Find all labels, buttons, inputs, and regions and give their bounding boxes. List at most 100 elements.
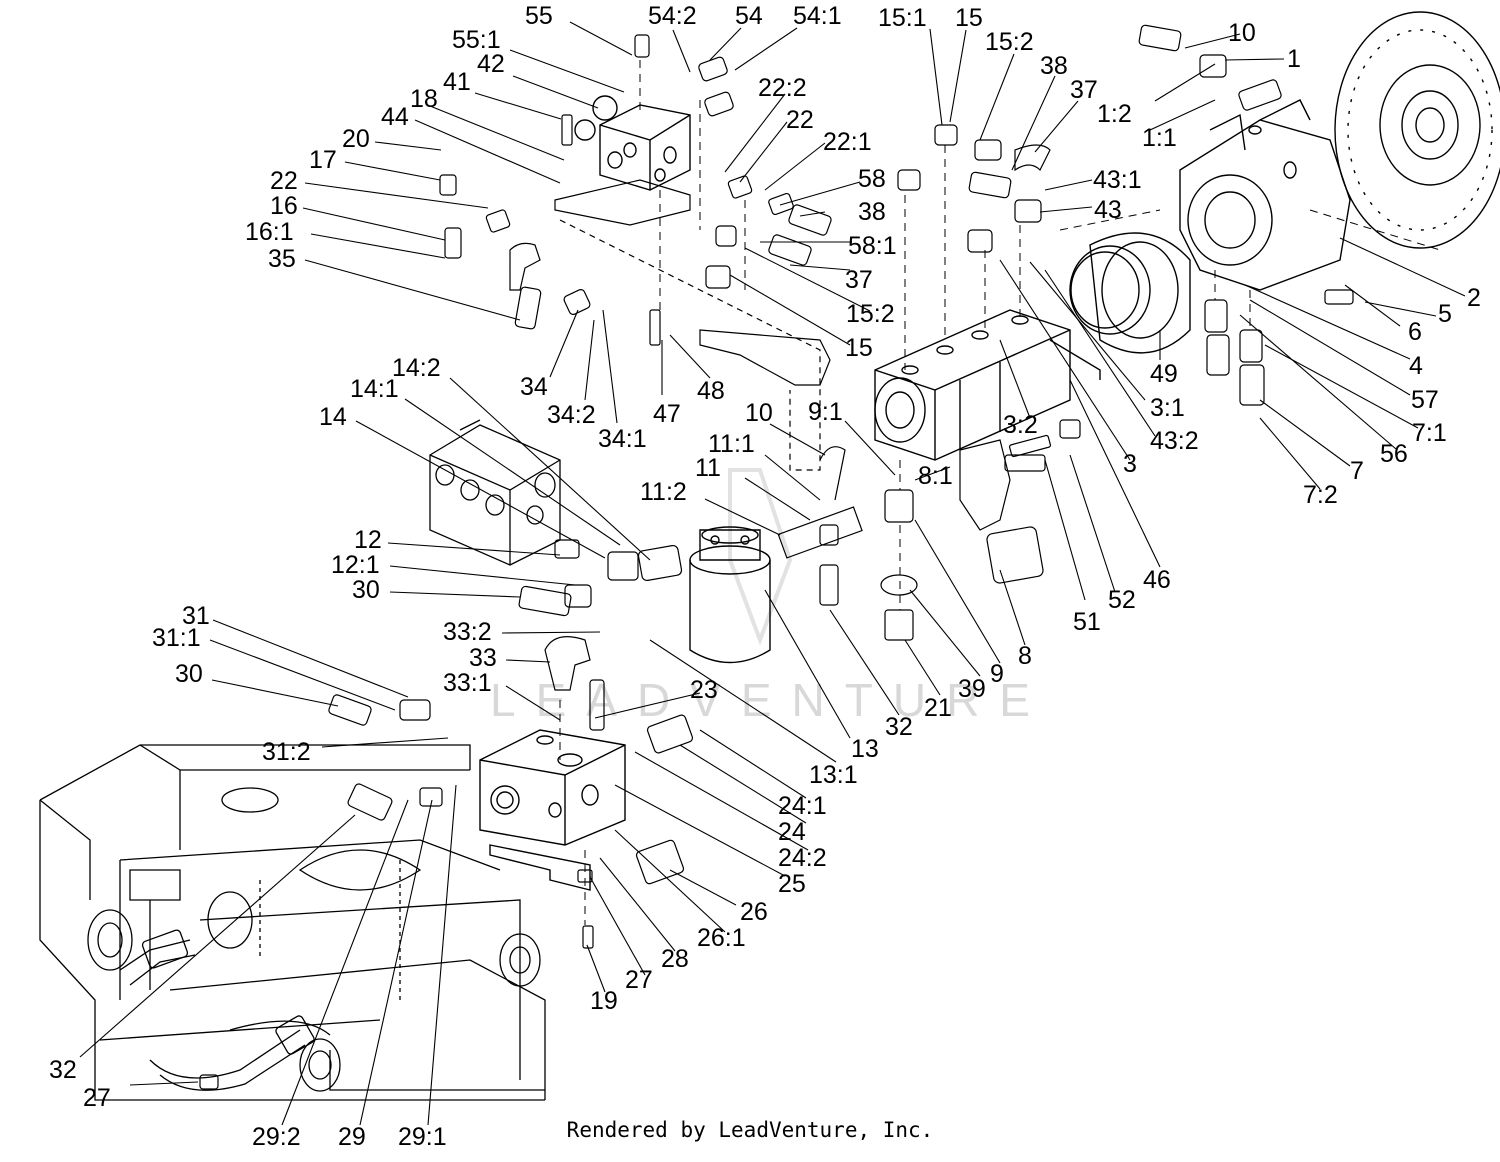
callout-54-1: 54:1 (793, 2, 842, 30)
callout-13-1: 13:1 (809, 761, 858, 789)
callout-3-2: 3:2 (1003, 411, 1038, 439)
callout-3-1: 3:1 (1150, 394, 1185, 422)
callout-labels: 55 54:2 54 54:1 15:1 15 15:2 38 37 10 1 … (49, 2, 1481, 1151)
callout-20: 20 (342, 125, 370, 153)
callout-9-1: 9:1 (808, 398, 843, 426)
callout-56: 56 (1380, 440, 1408, 468)
callout-31: 31 (182, 602, 210, 630)
callout-27-mid: 27 (625, 966, 653, 994)
callout-15-mid: 15 (845, 334, 873, 362)
callout-27: 27 (83, 1084, 111, 1112)
callout-34-2: 34:2 (547, 401, 596, 429)
callout-14-1: 14:1 (350, 375, 399, 403)
callout-1-1: 1:1 (1142, 124, 1177, 152)
callout-8: 8 (1018, 642, 1032, 670)
oil-filter (690, 527, 770, 663)
callout-13: 13 (851, 735, 879, 763)
callout-22-2: 22:2 (758, 74, 807, 102)
callout-15: 15 (955, 4, 983, 32)
fittings (200, 25, 1353, 1089)
callout-34: 34 (520, 373, 548, 401)
callout-7-1: 7:1 (1412, 419, 1447, 447)
callout-24: 24 (778, 818, 806, 846)
callout-32-mid: 32 (885, 713, 913, 741)
callout-10: 10 (1228, 19, 1256, 47)
callout-31-2: 31:2 (262, 738, 311, 766)
watermark-text: LEADVENTURE (490, 674, 1050, 726)
callout-33-1: 33:1 (443, 669, 492, 697)
callout-39: 39 (958, 675, 986, 703)
callout-10-mid: 10 (745, 399, 773, 427)
callout-42: 42 (477, 50, 505, 78)
callout-37-mid: 37 (845, 266, 873, 294)
callout-23: 23 (690, 676, 718, 704)
callout-9: 9 (990, 660, 1004, 688)
callout-54-2: 54:2 (648, 2, 697, 30)
callout-33: 33 (469, 644, 497, 672)
callout-44: 44 (381, 103, 409, 131)
control-valve (430, 420, 560, 565)
callout-14-2: 14:2 (392, 354, 441, 382)
callout-22-left: 22 (270, 167, 298, 195)
callout-52: 52 (1108, 586, 1136, 614)
callout-12-1: 12:1 (331, 551, 380, 579)
callout-55-1: 55:1 (452, 26, 501, 54)
callout-24-2: 24:2 (778, 844, 827, 872)
callout-58: 58 (858, 165, 886, 193)
callout-28: 28 (661, 945, 689, 973)
callout-49: 49 (1150, 360, 1178, 388)
callout-7: 7 (1350, 457, 1364, 485)
callout-15-2-mid: 15:2 (846, 300, 895, 328)
callout-29: 29 (338, 1123, 366, 1151)
callout-12: 12 (354, 526, 382, 554)
callout-55: 55 (525, 2, 553, 30)
leadventure-watermark: LEADVENTURE (490, 470, 1050, 726)
callout-11-1: 11:1 (708, 430, 755, 458)
pump-flange (1070, 233, 1190, 353)
gear-pump (875, 310, 1100, 460)
callout-19: 19 (590, 987, 618, 1015)
callout-41: 41 (443, 68, 471, 96)
callout-3: 3 (1123, 450, 1137, 478)
callout-34-1: 34:1 (598, 425, 647, 453)
callout-29-1: 29:1 (398, 1123, 447, 1151)
callout-54: 54 (735, 2, 763, 30)
callout-30-mid: 30 (352, 576, 380, 604)
frame-pipe (120, 929, 315, 1090)
callout-30: 30 (175, 660, 203, 688)
lower-manifold (480, 730, 625, 890)
callout-8-1: 8:1 (918, 462, 953, 490)
callout-37: 37 (1070, 76, 1098, 104)
callout-32: 32 (49, 1056, 77, 1084)
flywheel (1335, 12, 1500, 248)
callout-1-2: 1:2 (1097, 100, 1132, 128)
callout-17: 17 (309, 146, 337, 174)
callout-1: 1 (1287, 45, 1301, 73)
callout-47: 47 (653, 400, 681, 428)
callout-2: 2 (1467, 284, 1481, 312)
callout-33-2: 33:2 (443, 618, 492, 646)
callout-43: 43 (1094, 196, 1122, 224)
leader-lines (80, 22, 1465, 1125)
callout-43-1: 43:1 (1093, 166, 1142, 194)
callout-38-mid: 38 (858, 198, 886, 226)
callout-7-2: 7:2 (1303, 481, 1338, 509)
callout-38: 38 (1040, 52, 1068, 80)
callout-25: 25 (778, 870, 806, 898)
callout-5: 5 (1438, 300, 1452, 328)
callout-22-1: 22:1 (823, 128, 872, 156)
callout-51: 51 (1073, 608, 1101, 636)
callout-26: 26 (740, 898, 768, 926)
callout-31-1: 31:1 (152, 624, 201, 652)
callout-43-2: 43:2 (1150, 427, 1199, 455)
callout-18: 18 (410, 85, 438, 113)
callout-6: 6 (1408, 318, 1422, 346)
callout-14: 14 (319, 403, 347, 431)
callout-48: 48 (697, 377, 725, 405)
callout-24-1: 24:1 (778, 792, 827, 820)
hydro-pump (1180, 100, 1350, 290)
callout-11-2: 11:2 (640, 478, 687, 506)
callout-4: 4 (1409, 352, 1423, 380)
callout-15-2: 15:2 (985, 28, 1034, 56)
